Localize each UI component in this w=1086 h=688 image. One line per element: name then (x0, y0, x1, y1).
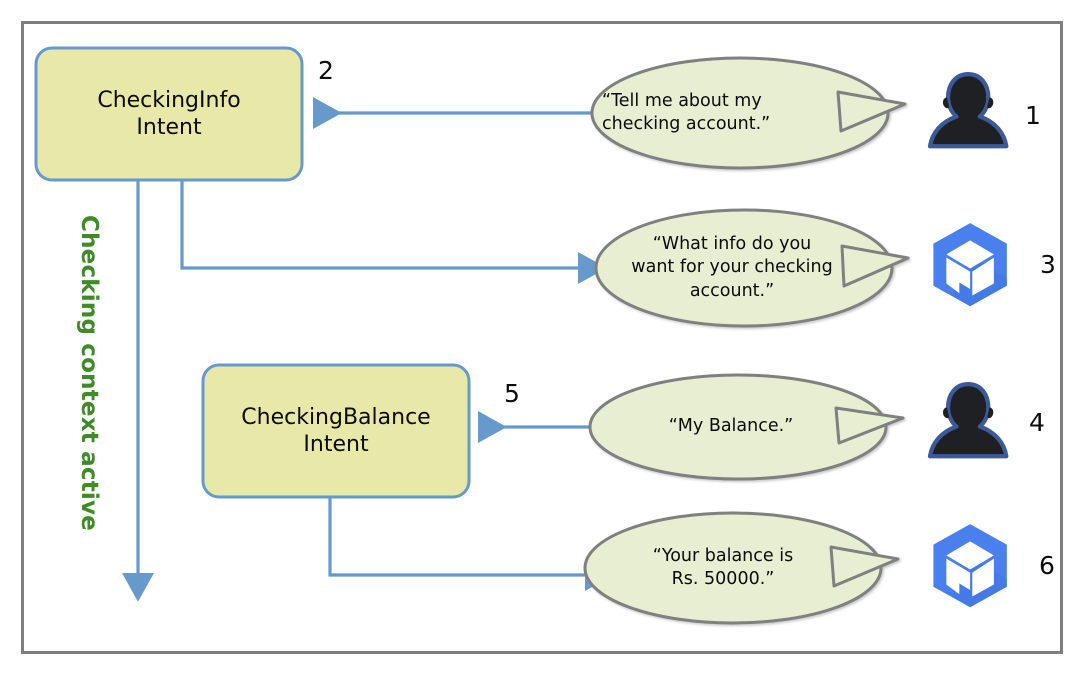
speech-bubble-bot-prompt (594, 208, 910, 328)
speech-bubble-user-balance-request (588, 373, 905, 481)
step-number-6: 6 (1039, 551, 1055, 580)
speech-bubble-user-request (590, 56, 907, 170)
intent-box-checking-info[interactable] (34, 46, 304, 182)
speech-bubble-bot-balance-response (583, 511, 900, 625)
step-number-5: 5 (504, 379, 520, 408)
step-number-3: 3 (1040, 250, 1056, 279)
connector-checkinginfo-to-bot (180, 180, 607, 284)
person-silhouette-icon (927, 382, 1009, 459)
checking-context-active-text: Checking context active (76, 215, 102, 531)
step-number-4: 4 (1029, 408, 1045, 437)
dialogflow-logo-icon (933, 223, 1007, 307)
person-silhouette-icon (927, 72, 1009, 149)
step-number-2: 2 (318, 56, 334, 85)
step-number-1: 1 (1025, 101, 1041, 130)
checking-context-active-label: Checking context active (74, 215, 108, 535)
intent-box-checking-balance[interactable] (201, 363, 471, 499)
dialogflow-logo-icon (933, 524, 1007, 608)
connector-checkingbalance-to-bot (328, 497, 614, 591)
